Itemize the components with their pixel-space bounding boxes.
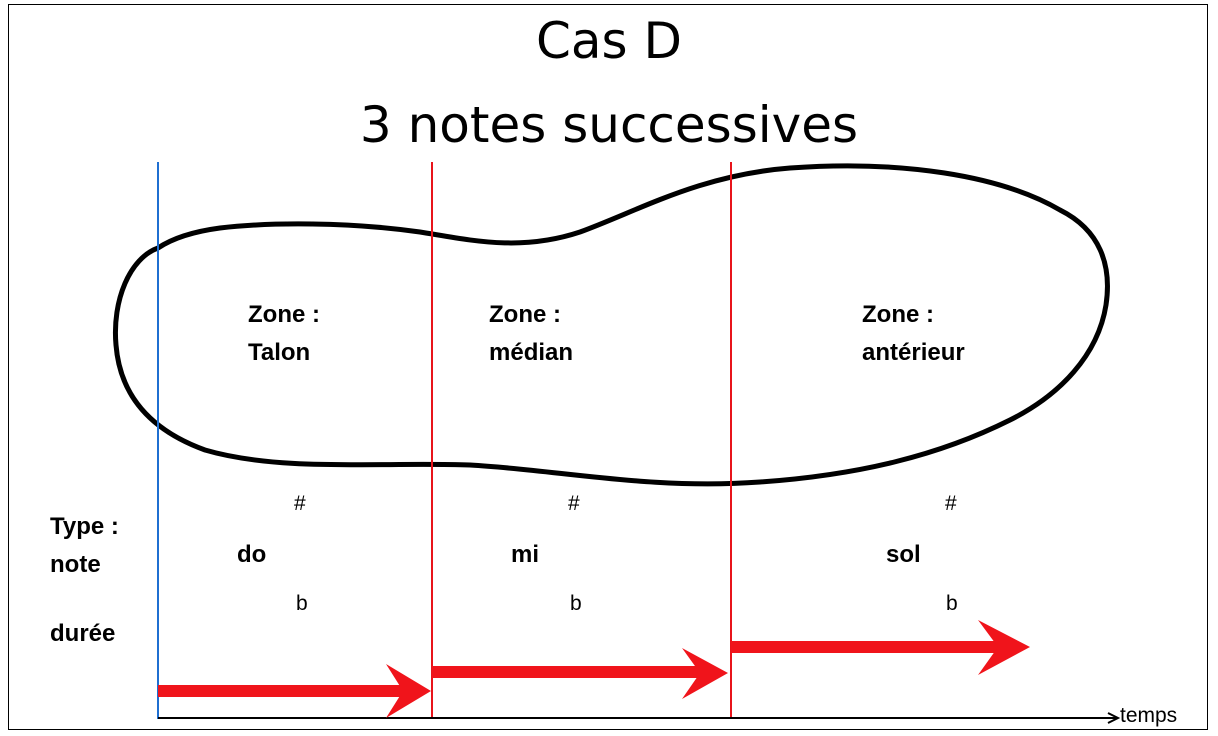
zone-median-line2: médian xyxy=(489,339,574,366)
duration-arrow-3 xyxy=(731,620,1030,675)
note-do-flat: b xyxy=(296,592,308,615)
duration-label: durée xyxy=(50,620,116,647)
zone-talon-label: Zone : Talon xyxy=(248,296,320,372)
zone-talon-line2: Talon xyxy=(248,339,311,366)
note-sol: sol xyxy=(886,541,921,568)
note-sol-sharp: # xyxy=(945,492,957,515)
type-label-line1: Type : xyxy=(50,513,119,540)
zone-median-line1: Zone : xyxy=(489,301,561,328)
foot-outline xyxy=(112,163,1110,487)
zone-median-label: Zone : médian xyxy=(489,296,573,372)
note-do-sharp: # xyxy=(294,492,306,515)
title-line-1: Cas D xyxy=(536,12,682,70)
zone-anterieur-line2: antérieur xyxy=(862,339,965,366)
note-do: do xyxy=(237,541,267,568)
note-mi-flat: b xyxy=(570,592,582,615)
diagram-frame xyxy=(8,4,1208,730)
duration-arrow-2 xyxy=(432,648,728,699)
note-mi-sharp: # xyxy=(568,492,580,515)
duration-arrow-1 xyxy=(158,664,431,718)
type-label-line2: note xyxy=(50,551,101,578)
time-axis-label: temps xyxy=(1120,704,1178,727)
time-axis-arrowhead xyxy=(1107,712,1121,724)
zone-anterieur-label: Zone : antérieur xyxy=(862,296,965,372)
zone-talon-line1: Zone : xyxy=(248,301,320,328)
zone-anterieur-line1: Zone : xyxy=(862,301,934,328)
note-sol-flat: b xyxy=(946,592,958,615)
title-line-2: 3 notes successives xyxy=(359,96,859,154)
note-mi: mi xyxy=(511,541,540,568)
type-note-label: Type : note xyxy=(50,508,119,584)
